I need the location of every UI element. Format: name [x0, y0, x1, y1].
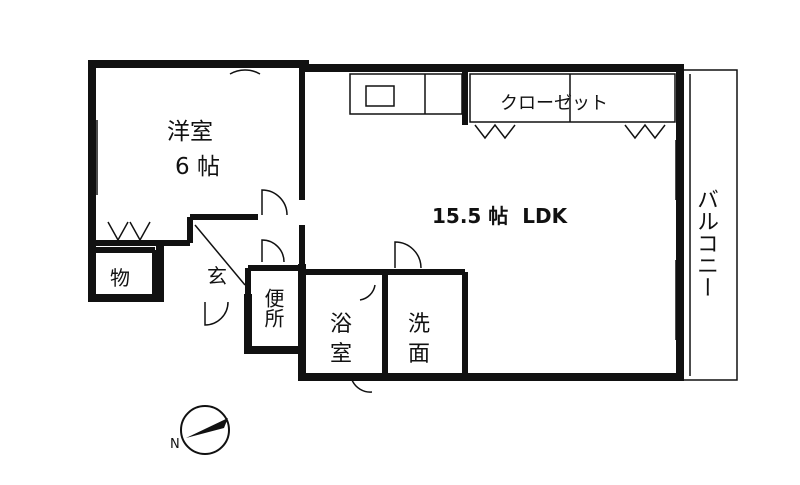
western-room-size: 6 帖 — [175, 154, 220, 180]
closet-label: クローゼット — [500, 93, 608, 114]
bath-label: 浴室 — [330, 310, 356, 370]
north-arrow-icon — [180, 405, 230, 455]
ldk-label: 15.5 帖 LDK — [432, 204, 568, 228]
toilet-label: 便所 — [261, 288, 285, 328]
inner-walls — [92, 68, 468, 377]
thin-lines — [96, 69, 738, 393]
washroom-label-text: 洗面 — [408, 312, 431, 367]
entrance-label: 玄 — [207, 264, 227, 288]
north-label: N — [170, 437, 180, 452]
washroom-label: 洗面 — [408, 310, 434, 370]
bath-label-text: 浴室 — [330, 312, 353, 367]
balcony-label: バルコニー — [693, 188, 718, 298]
outer-walls — [88, 60, 684, 381]
western-room-name: 洋室 — [167, 119, 213, 145]
storage-label: 物 — [110, 266, 130, 290]
